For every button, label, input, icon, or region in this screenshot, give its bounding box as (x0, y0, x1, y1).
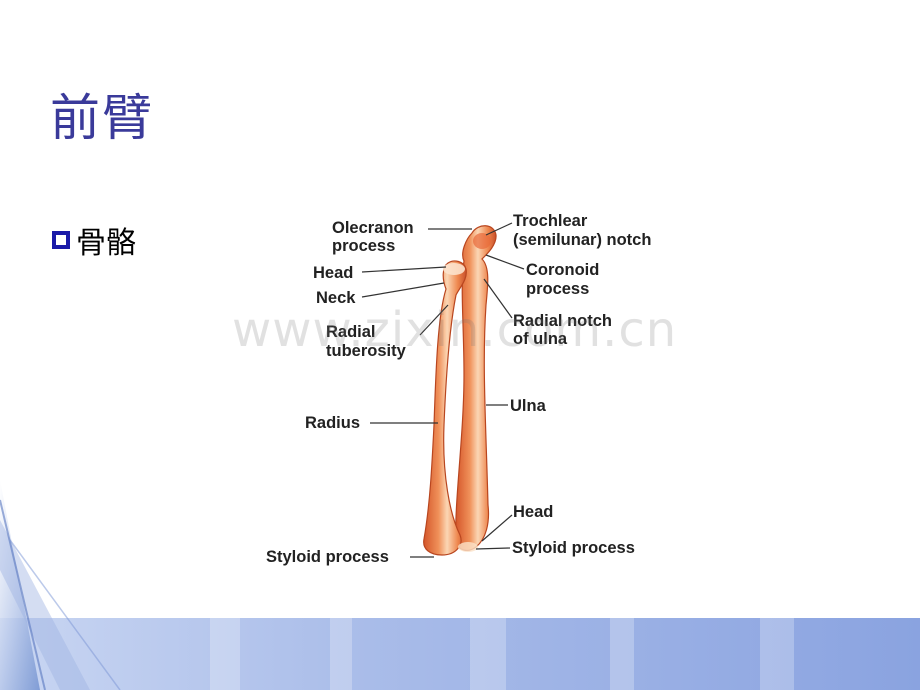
slide-title: 前臂 (50, 89, 154, 147)
label-styloid-right: Styloid process (512, 539, 635, 557)
label-olecranon: Olecranon (332, 219, 414, 237)
corner-decoration (0, 480, 121, 690)
label-styloid-left: Styloid process (266, 548, 389, 566)
watermark: www.zixin.com.cn (232, 302, 678, 358)
square-bullet-icon (52, 231, 70, 249)
label-trochlear: Trochlear (513, 212, 588, 230)
label-head-top: Head (313, 264, 353, 282)
label-of-ulna: of ulna (513, 330, 568, 348)
label-olecranon-process: process (332, 237, 395, 255)
label-radius: Radius (305, 414, 360, 432)
label-head-bottom: Head (513, 503, 553, 521)
bullet-item: 骨骼 (52, 218, 136, 262)
label-neck: Neck (316, 289, 356, 307)
label-coronoid-process: process (526, 280, 589, 298)
leader-lines (361, 222, 525, 558)
footer-band (0, 618, 920, 690)
bullet-text: 骨骼 (76, 226, 136, 261)
label-trochlear-notch: (semilunar) notch (513, 231, 651, 249)
radius-bone (423, 260, 467, 556)
ulna-bone (455, 225, 497, 551)
label-tuberosity: tuberosity (326, 342, 407, 360)
label-coronoid: Coronoid (526, 261, 599, 279)
label-radial-notch: Radial notch (513, 312, 612, 330)
forearm-bones-svg: Olecranon process Trochlear (semilunar) … (266, 212, 651, 566)
label-radial: Radial (326, 323, 376, 341)
forearm-bone-diagram: Olecranon process Trochlear (semilunar) … (250, 205, 690, 575)
label-ulna: Ulna (510, 397, 547, 415)
